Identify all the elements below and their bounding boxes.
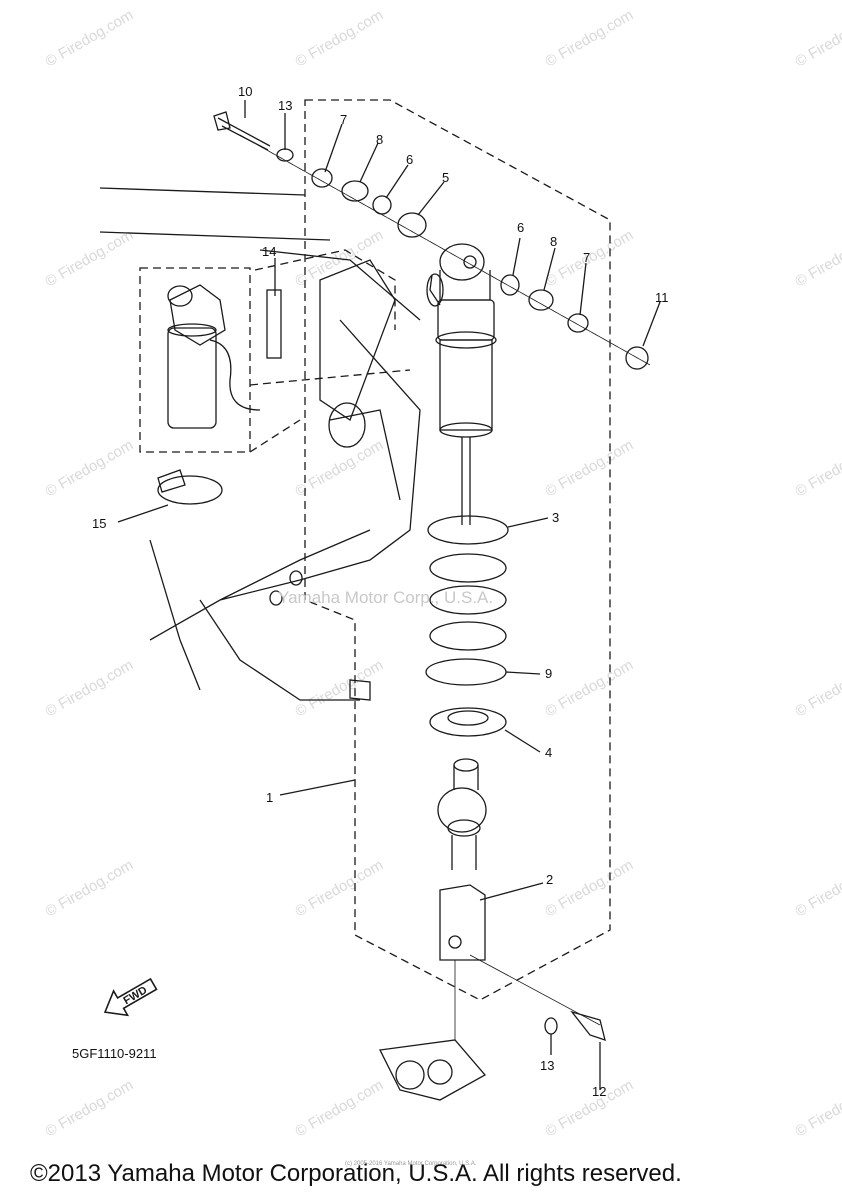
copyright-notice: ©2013 Yamaha Motor Corporation, U.S.A. A… bbox=[30, 1160, 682, 1187]
nut-11 bbox=[625, 346, 649, 370]
collar-7-right bbox=[567, 313, 589, 333]
fine-print: (c) 2005-2016 Yamaha Motor Corporation, … bbox=[345, 1161, 477, 1167]
washer-8-right bbox=[528, 289, 554, 311]
callout-3: 3 bbox=[552, 510, 560, 525]
callout-15: 15 bbox=[92, 516, 107, 531]
callout-5: 5 bbox=[442, 170, 450, 185]
bolt-10 bbox=[213, 111, 271, 151]
frame-outline bbox=[99, 187, 421, 701]
callout-7-right: 7 bbox=[583, 250, 591, 265]
callout-13-top: 13 bbox=[278, 98, 293, 113]
callout-1: 1 bbox=[266, 790, 274, 805]
washer-13-bottom bbox=[544, 1017, 558, 1035]
callout-6-right: 6 bbox=[517, 220, 525, 235]
washer-8-left bbox=[341, 180, 369, 202]
callout-9: 9 bbox=[545, 666, 553, 681]
hose-clamp bbox=[157, 475, 223, 505]
washer-13-top bbox=[276, 148, 294, 162]
callout-11: 11 bbox=[655, 290, 669, 305]
fwd-arrow: FWD bbox=[103, 977, 158, 1017]
callout-2: 2 bbox=[546, 872, 554, 887]
reservoir-canister bbox=[167, 284, 261, 429]
oil-seal-6-right bbox=[500, 274, 520, 296]
reservoir-boundary bbox=[139, 267, 251, 453]
diagram-code: 5GF1110-9211 bbox=[72, 1046, 157, 1061]
oil-seal-6-left bbox=[372, 195, 392, 215]
fwd-label: FWD bbox=[122, 984, 150, 1007]
callout-12: 12 bbox=[592, 1084, 607, 1099]
callout-4: 4 bbox=[545, 745, 553, 760]
assembly-boundary bbox=[304, 99, 611, 1001]
callout-8-left: 8 bbox=[376, 132, 384, 147]
callout-10: 10 bbox=[238, 84, 253, 99]
bushing-5 bbox=[397, 212, 427, 238]
callout-7-left: 7 bbox=[340, 112, 348, 127]
collar-7-left bbox=[311, 168, 333, 188]
center-watermark: Yamaha Motor Corp., U.S.A. bbox=[278, 588, 494, 607]
callout-14: 14 bbox=[262, 244, 277, 259]
callout-8-right: 8 bbox=[550, 234, 558, 249]
bolt-12 bbox=[570, 1010, 606, 1041]
callout-6-left: 6 bbox=[406, 152, 414, 167]
callout-13-bottom: 13 bbox=[540, 1058, 555, 1073]
